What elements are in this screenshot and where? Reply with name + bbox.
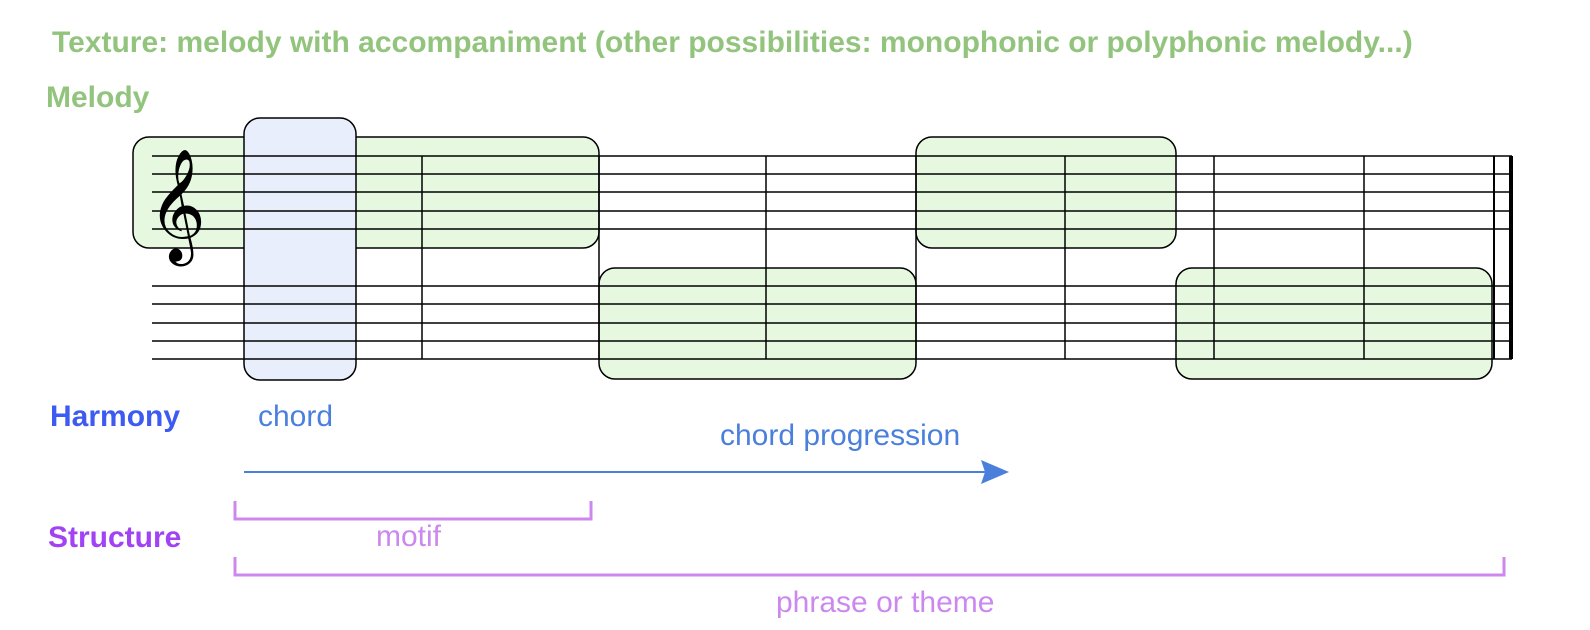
final-barline (1493, 156, 1513, 359)
chord-progression-arrow (244, 460, 1009, 484)
harmony-label: Harmony (50, 400, 180, 433)
upper-staff (152, 155, 1512, 230)
phrase-bracket (233, 557, 1506, 577)
chord-progression-label: chord progression (720, 419, 960, 452)
treble-clef-icon: 𝄞 (148, 148, 206, 267)
chord-highlight (243, 117, 357, 381)
melody-label: Melody (46, 81, 150, 114)
texture-title: Texture: melody with accompaniment (othe… (52, 26, 1413, 59)
chord-label: chord (258, 400, 333, 433)
bar-lines (421, 156, 1365, 359)
motif-bracket (233, 501, 593, 521)
lower-staff (152, 285, 1512, 360)
phrase-label: phrase or theme (776, 586, 994, 619)
motif-label: motif (376, 520, 442, 553)
structure-label: Structure (48, 521, 181, 554)
